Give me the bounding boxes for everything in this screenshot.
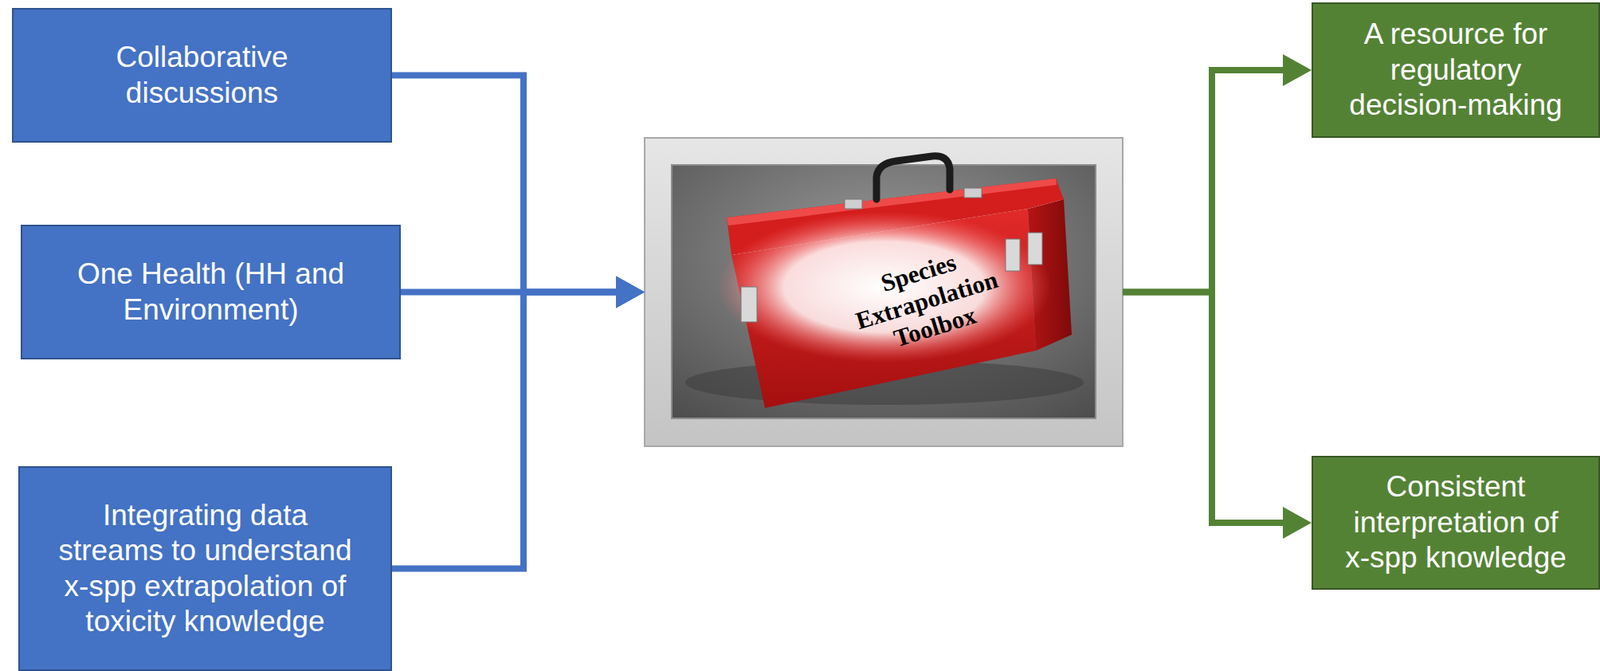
process-box: Consistent interpretation of x-spp knowl… — [1311, 455, 1600, 590]
arrow-head — [615, 276, 645, 309]
toolbox-latch — [1027, 232, 1043, 265]
connector-line — [1122, 292, 1288, 524]
connector-line — [400, 289, 621, 296]
node-text: Integrating data streams to understand x… — [51, 498, 359, 640]
connector-line — [1122, 70, 1288, 293]
toolbox-hinge — [844, 199, 863, 209]
toolbox-latch — [1005, 239, 1020, 271]
arrow-head — [615, 276, 645, 309]
node-text: Collaborative discussions — [45, 39, 359, 111]
toolbox-handle — [876, 156, 950, 200]
picture-mat — [671, 164, 1096, 419]
connector-line — [392, 292, 621, 569]
toolbox-hinge — [964, 188, 982, 198]
connector-arrow — [392, 75, 645, 309]
picture-frame — [644, 137, 1123, 447]
arrow-head — [1282, 506, 1312, 539]
toolbox-node: Species Extrapolation Toolbox — [644, 137, 1123, 447]
node-text: Species Extrapolation Toolbox — [826, 232, 1027, 368]
arrow-head — [615, 276, 645, 309]
connector-arrow — [1122, 292, 1312, 540]
connector-arrow — [392, 276, 645, 569]
arrow-head — [1282, 54, 1312, 87]
node-text: Consistent interpretation of x-spp knowl… — [1337, 469, 1575, 576]
connector-arrow — [400, 276, 645, 309]
node-text: One Health (HH and Environment) — [54, 256, 368, 328]
node-text: A resource for regulatory decision-makin… — [1337, 16, 1575, 123]
toolbox-latch — [741, 286, 757, 322]
process-box: One Health (HH and Environment) — [20, 224, 401, 360]
process-box: Integrating data streams to understand x… — [18, 466, 393, 671]
connector-arrow — [1122, 54, 1312, 293]
connector-line — [392, 75, 621, 293]
process-box: Collaborative discussions — [11, 7, 393, 143]
process-box: A resource for regulatory decision-makin… — [1311, 2, 1600, 138]
